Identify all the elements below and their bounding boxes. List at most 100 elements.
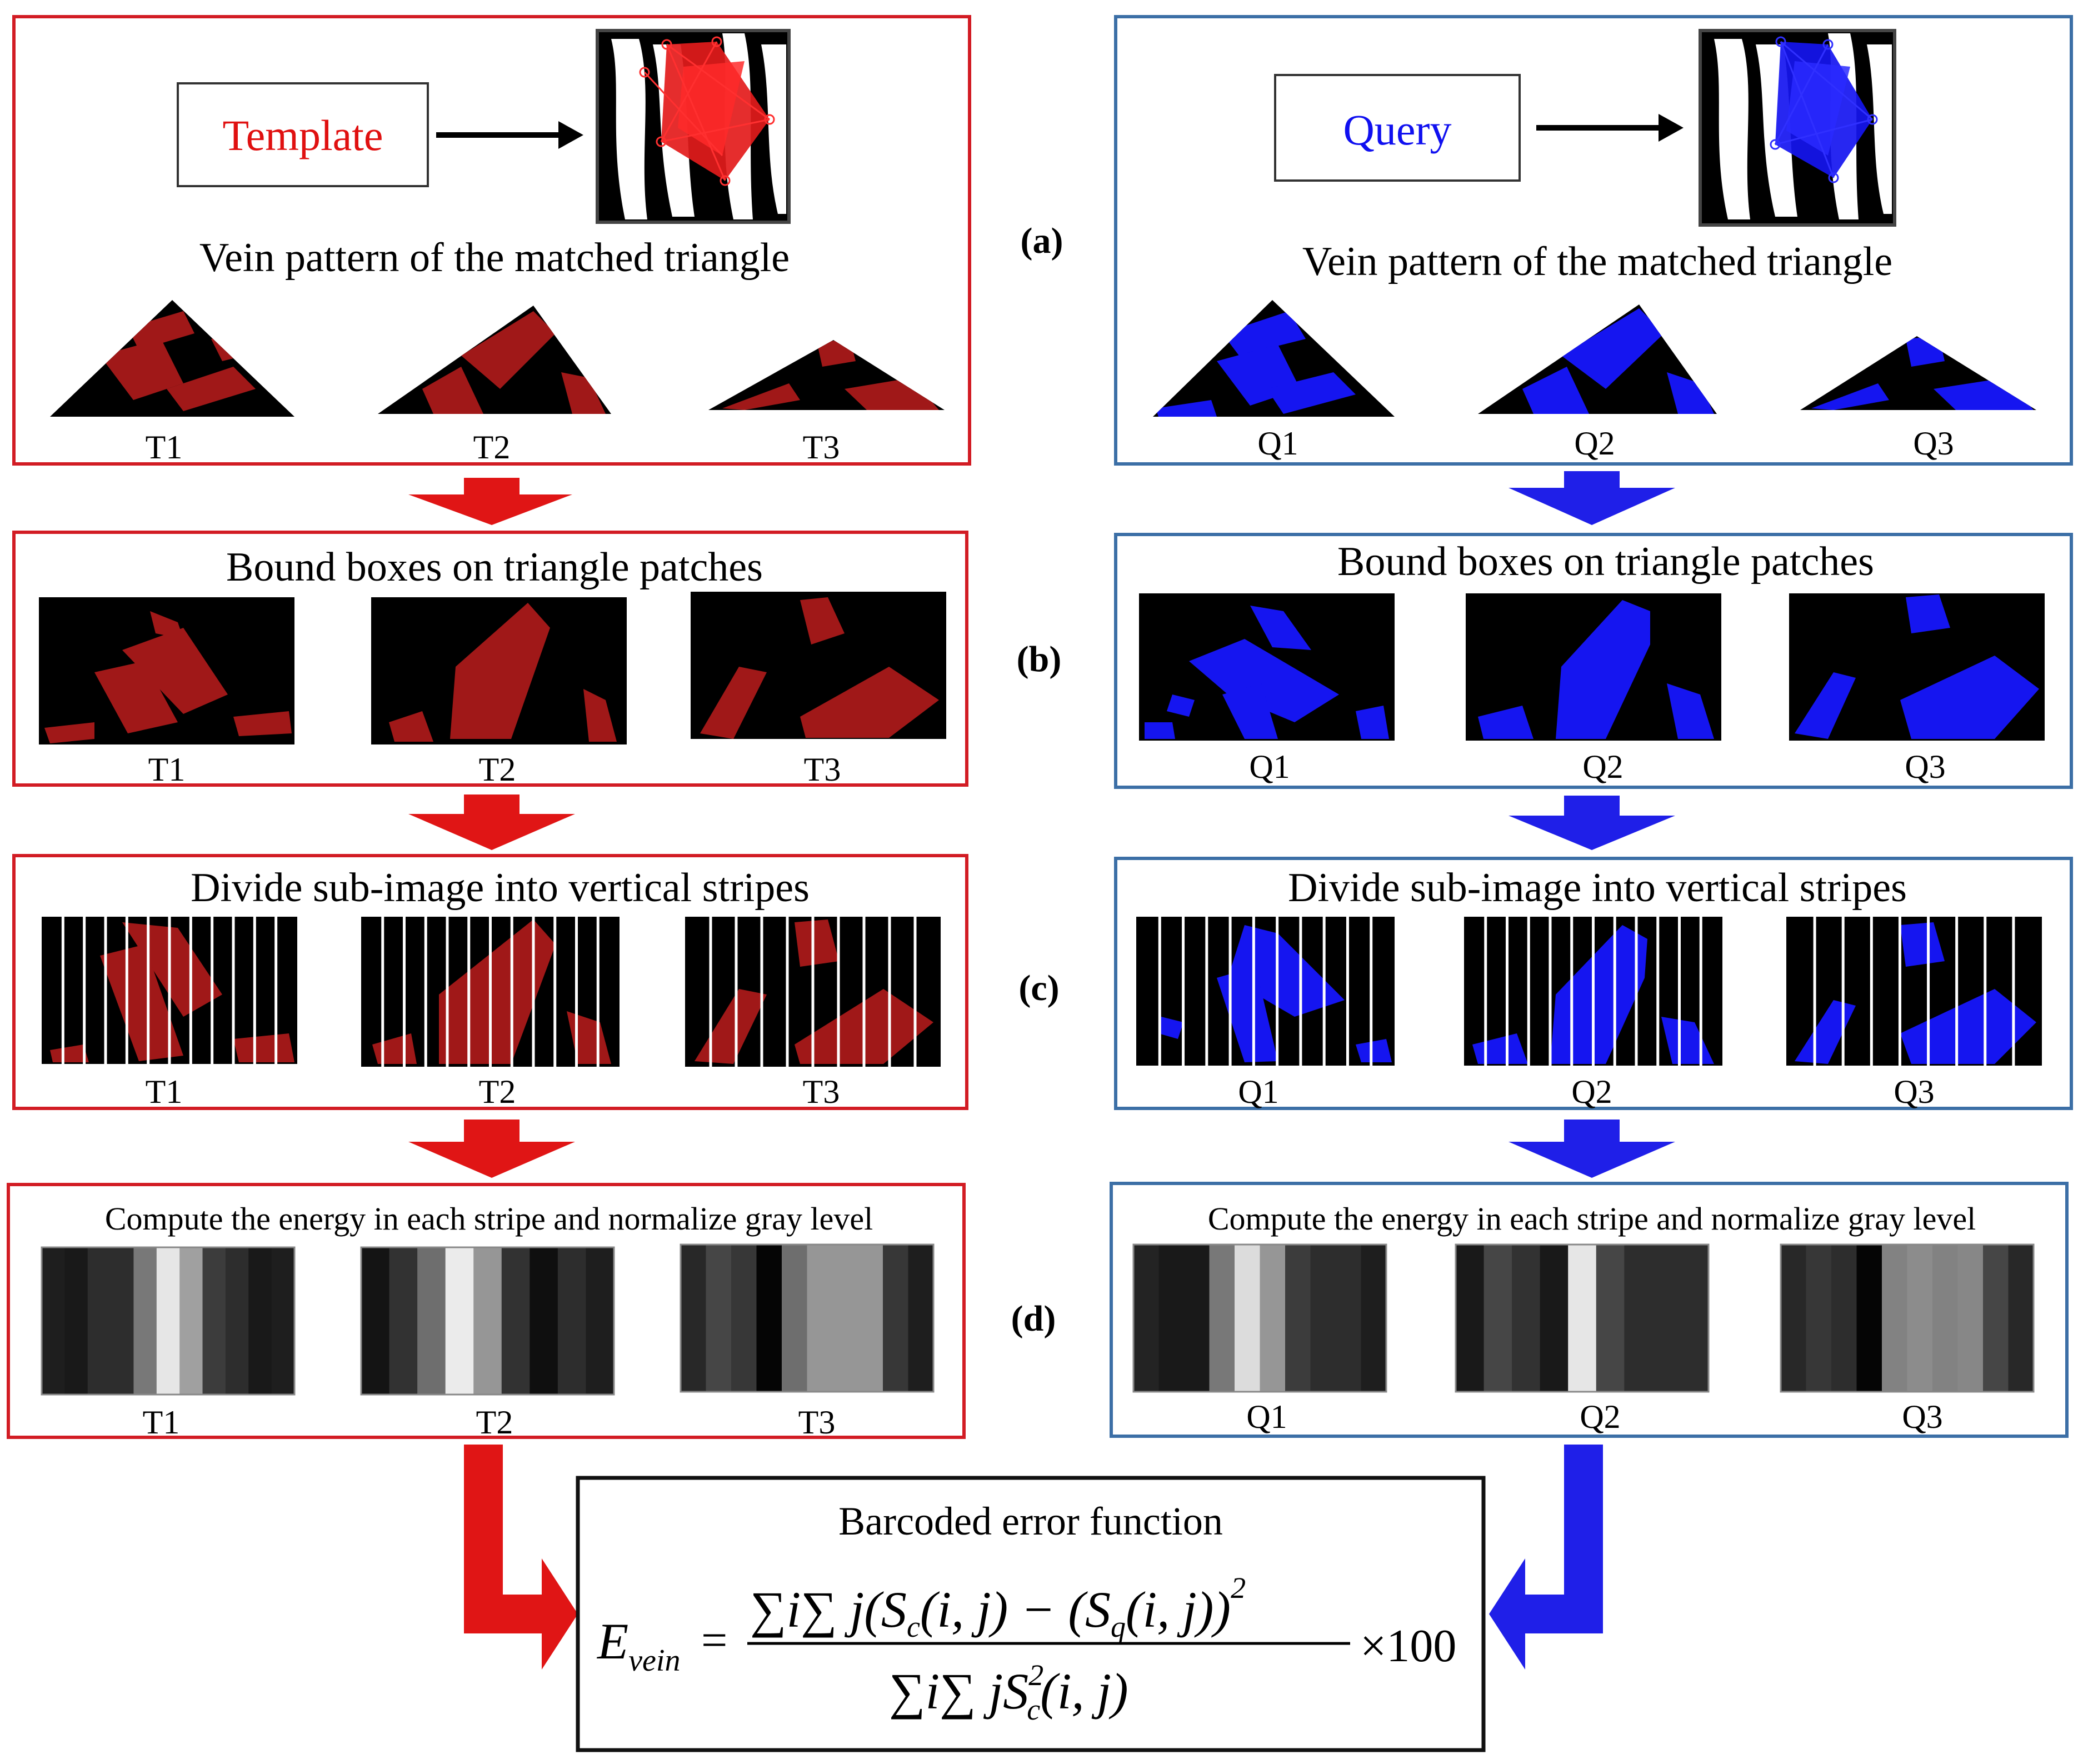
query-frame-c	[1114, 857, 2073, 1110]
query-c-label-q2: Q2	[1571, 1073, 1612, 1110]
barcode-stripe	[1806, 1245, 1832, 1392]
template-step-c-title: Divide sub-image into vertical stripes	[191, 865, 810, 911]
error-function-formula: Evein = ∑i∑ j(Sc(i, j) − (Sq(i, j))2 ∑i∑…	[596, 1571, 1456, 1726]
template-frame-d	[7, 1183, 966, 1439]
query-c-label-q3: Q3	[1894, 1073, 1934, 1110]
query-arrow-to-formula	[1489, 1445, 1603, 1670]
query-to-image-arrow	[1536, 114, 1684, 142]
barcode-stripe	[1133, 1245, 1159, 1392]
query-d-label-q2: Q2	[1580, 1398, 1620, 1435]
barcode-stripe	[756, 1245, 782, 1392]
barcode-stripe	[530, 1247, 558, 1395]
template-step-b-title: Bound boxes on triangle patches	[226, 544, 763, 590]
query-bbox-q2	[1466, 593, 1721, 741]
barcode-frame	[1780, 1243, 2035, 1393]
barcode-stripe	[445, 1247, 474, 1395]
template-c-label-t1: T1	[146, 1073, 183, 1110]
barcode-stripe	[681, 1245, 706, 1392]
barcode-stripe	[807, 1245, 833, 1392]
query-stripes-q1	[1136, 917, 1395, 1066]
formula-den-sup: 2	[1028, 1658, 1043, 1692]
query-b-label-q1: Q1	[1249, 748, 1290, 785]
template-step-a-title: Vein pattern of the matched triangle	[199, 235, 790, 281]
template-d-label-t3: T3	[798, 1404, 836, 1441]
query-label: Query	[1343, 106, 1452, 154]
template-arrow-c-d	[408, 1120, 575, 1178]
step-label-a: (a)	[1021, 221, 1063, 261]
barcode-stripe	[832, 1245, 858, 1392]
query-arrow-b-c	[1508, 796, 1675, 850]
template-d-label-t1: T1	[143, 1404, 180, 1441]
formula-den-sub: c	[1027, 1693, 1040, 1726]
barcode-stripe	[557, 1247, 586, 1395]
barcode-frame	[680, 1243, 935, 1393]
formula-equals: =	[701, 1615, 727, 1666]
template-arrow-a-b	[408, 478, 572, 525]
query-step-d-title: Compute the energy in each stripe and no…	[1208, 1201, 1976, 1237]
barcode-stripe	[1624, 1245, 1653, 1392]
query-frame-a	[1114, 15, 2073, 466]
barcode-stripe	[782, 1245, 807, 1392]
barcode-stripe	[1361, 1245, 1387, 1392]
query-stripes-q3	[1786, 917, 2042, 1066]
query-barcode-q3	[1780, 1243, 2035, 1393]
barcode-stripe	[87, 1247, 111, 1395]
query-frame-d	[1110, 1182, 2069, 1438]
template-stripes-t3	[685, 917, 941, 1067]
template-frame-a	[12, 15, 971, 466]
barcode-frame	[1132, 1243, 1387, 1393]
template-bbox-t3	[691, 592, 946, 739]
template-label: Template	[222, 111, 383, 159]
formula-lhs-subscript: vein	[628, 1643, 680, 1678]
query-arrow-a-b	[1508, 471, 1675, 525]
template-frame-b	[12, 531, 968, 787]
template-step-d-title: Compute the energy in each stripe and no…	[105, 1201, 873, 1237]
barcode-stripe	[202, 1247, 226, 1395]
template-d-label-t2: T2	[476, 1404, 513, 1441]
barcode-stripe	[1285, 1245, 1311, 1392]
query-arrow-c-d	[1508, 1120, 1675, 1178]
barcode-stripe	[706, 1245, 732, 1392]
barcode-stripe	[1907, 1245, 1933, 1392]
template-a-label-t2: T2	[473, 429, 511, 466]
query-bbox-q1	[1139, 593, 1395, 741]
template-b-label-t3: T3	[804, 751, 841, 788]
query-a-label-q2: Q2	[1574, 425, 1615, 462]
template-barcode-t3	[680, 1243, 935, 1393]
barcode-stripe	[1456, 1245, 1485, 1392]
formula-num-part3: (i, j))	[1126, 1581, 1231, 1638]
template-bbox-t1	[39, 597, 294, 744]
barcode-stripe	[271, 1247, 295, 1395]
query-triangle-q3	[1800, 336, 2036, 410]
barcode-stripe	[473, 1247, 502, 1395]
barcode-stripe	[179, 1247, 203, 1395]
query-stripes-q2	[1464, 917, 1722, 1066]
query-bbox-q3	[1789, 593, 2045, 741]
template-triangle-t1	[50, 300, 294, 417]
barcode-frame	[41, 1246, 296, 1396]
formula-num-part2: (i, j) − (S	[920, 1581, 1111, 1638]
barcode-stripe	[501, 1247, 530, 1395]
template-c-label-t3: T3	[803, 1073, 840, 1110]
formula-den-part2: (i, j)	[1040, 1663, 1128, 1720]
template-barcode-t1	[41, 1246, 296, 1396]
formula-num-sub-q: q	[1111, 1610, 1126, 1643]
query-vein-image	[1699, 29, 1896, 227]
query-barcode-q2	[1455, 1243, 1710, 1393]
query-c-label-q1: Q1	[1238, 1073, 1278, 1110]
template-arrow-to-formula	[464, 1445, 578, 1670]
query-triangle-q1	[1153, 300, 1395, 417]
formula-numerator: ∑i∑ j(Sc(i, j) − (Sq(i, j))2	[750, 1571, 1246, 1643]
template-vein-image	[596, 29, 791, 224]
error-function-title: Barcoded error function	[838, 1499, 1223, 1543]
barcode-stripe	[1781, 1245, 1806, 1392]
barcode-stripe	[389, 1247, 418, 1395]
formula-multiplier: ×100	[1360, 1620, 1456, 1672]
barcode-stripe	[64, 1247, 88, 1395]
query-a-label-q3: Q3	[1913, 425, 1954, 462]
barcode-stripe	[1209, 1245, 1235, 1392]
barcode-stripe	[1512, 1245, 1541, 1392]
formula-den-part1: ∑i∑ jS	[889, 1663, 1028, 1720]
barcode-stripe	[1652, 1245, 1681, 1392]
barcode-stripe	[1336, 1245, 1361, 1392]
